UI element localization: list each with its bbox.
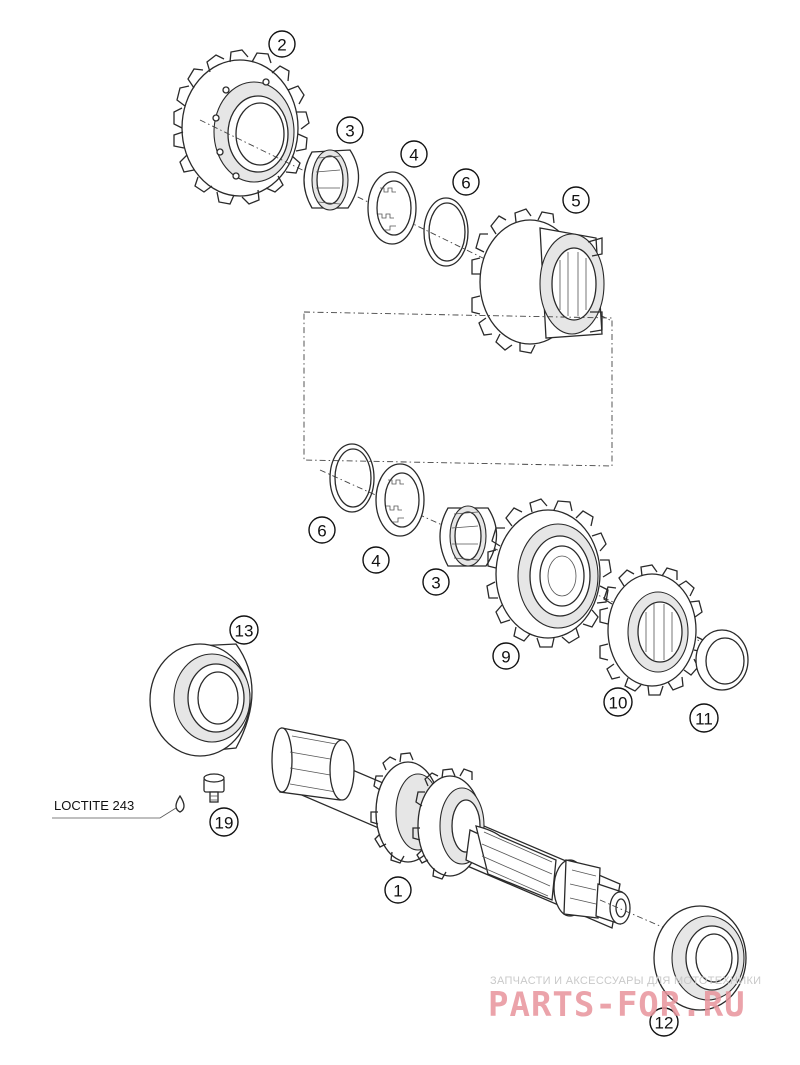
callout-9: 9 (492, 642, 520, 670)
svg-text:12: 12 (655, 1014, 674, 1033)
ball-bearing-13[interactable] (149, 643, 253, 757)
svg-text:6: 6 (461, 174, 470, 193)
svg-text:5: 5 (571, 192, 580, 211)
gear-2[interactable] (173, 49, 310, 205)
svg-text:9: 9 (501, 648, 510, 667)
callout-6-top: 6 (452, 168, 480, 196)
svg-text:2: 2 (277, 36, 286, 55)
gear-5[interactable] (471, 208, 605, 354)
loctite-drop-icon (175, 794, 185, 813)
snap-ring-6-middle[interactable] (329, 443, 375, 513)
callout-6-middle: 6 (308, 516, 336, 544)
loctite-label: LOCTITE 243 (54, 798, 134, 813)
watermark-tagline: ЗАПЧАСТИ И АКСЕССУАРЫ ДЛЯ МОТОТЕХНИКИ (490, 975, 761, 987)
needle-bushing-3-top[interactable] (303, 149, 360, 211)
svg-text:11: 11 (695, 710, 713, 729)
svg-text:4: 4 (371, 552, 380, 571)
callout-3-top: 3 (336, 116, 364, 144)
ball-bearing-12[interactable] (653, 905, 747, 1011)
splined-washer-4-top[interactable] (367, 171, 417, 245)
callout-4-middle: 4 (362, 546, 390, 574)
callout-11: 11 (689, 703, 719, 733)
main-shaft-1[interactable] (271, 727, 631, 929)
callout-4-top: 4 (400, 140, 428, 168)
svg-text:3: 3 (345, 122, 354, 141)
svg-text:3: 3 (431, 574, 440, 593)
svg-text:6: 6 (317, 522, 326, 541)
watermark-brand-logo: PARTS-FOR.RU (488, 985, 746, 1025)
callout-12: 12 (649, 1007, 679, 1037)
gear-9[interactable] (486, 498, 612, 648)
callout-19: 19 (209, 807, 239, 837)
callout-2: 2 (268, 30, 296, 58)
svg-text:10: 10 (609, 694, 628, 713)
svg-text:13: 13 (235, 622, 254, 641)
callout-5: 5 (562, 186, 590, 214)
svg-text:19: 19 (215, 814, 234, 833)
snap-ring-6-top[interactable] (423, 197, 469, 267)
shaft-alignment-frame (303, 311, 613, 467)
callout-1: 1 (384, 876, 412, 904)
callout-3-middle: 3 (422, 568, 450, 596)
needle-bushing-3-middle[interactable] (439, 505, 498, 567)
callout-13: 13 (229, 615, 259, 645)
gear-10[interactable] (599, 564, 706, 696)
callout-10: 10 (603, 687, 633, 717)
loctite-leader-line (52, 807, 177, 819)
svg-text:4: 4 (409, 146, 418, 165)
thrust-washer-11[interactable] (695, 629, 749, 691)
bolt-19[interactable] (203, 773, 225, 803)
splined-washer-4-middle[interactable] (375, 463, 425, 537)
svg-text:1: 1 (393, 882, 402, 901)
